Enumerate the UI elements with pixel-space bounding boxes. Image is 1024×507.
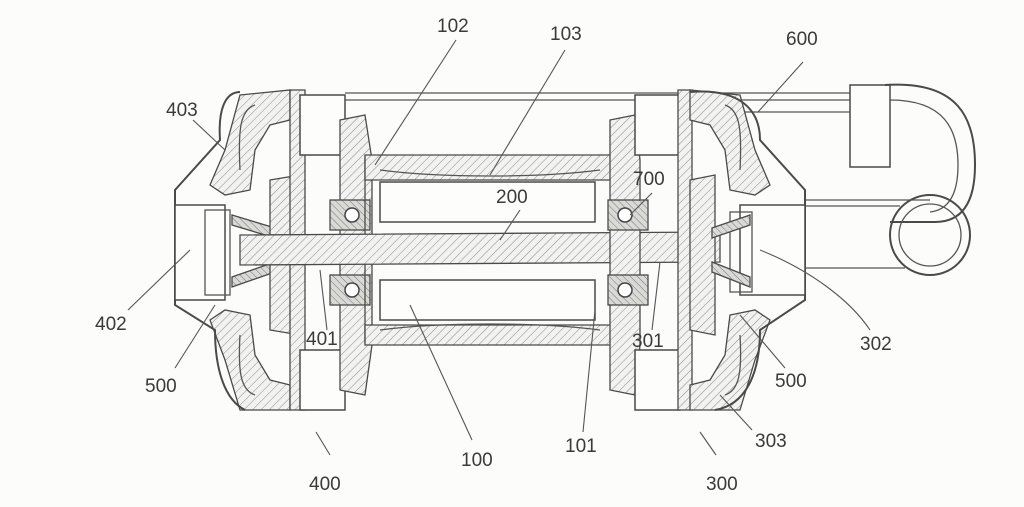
label-200: 200 (496, 187, 528, 208)
label-301: 301 (632, 331, 664, 352)
leader-lines (127, 39, 871, 456)
label-700: 700 (633, 169, 665, 190)
right-housing-300 (607, 89, 806, 411)
label-302: 302 (860, 334, 892, 355)
label-400: 400 (309, 474, 341, 495)
motor-100 (239, 154, 721, 346)
label-403: 403 (166, 100, 198, 121)
label-300: 300 (706, 474, 738, 495)
label-401: 401 (306, 329, 338, 350)
label-303: 303 (755, 431, 787, 452)
pipe-600 (345, 83, 977, 276)
label-500-right: 500 (775, 371, 807, 392)
label-101: 101 (565, 436, 597, 457)
label-600: 600 (786, 29, 818, 50)
reference-labels: 102 103 600 403 200 700 402 401 301 302 … (95, 16, 892, 495)
label-100: 100 (461, 450, 493, 471)
label-103: 103 (550, 24, 582, 45)
label-500-left: 500 (145, 376, 177, 397)
label-102: 102 (437, 16, 469, 37)
label-402: 402 (95, 314, 127, 335)
